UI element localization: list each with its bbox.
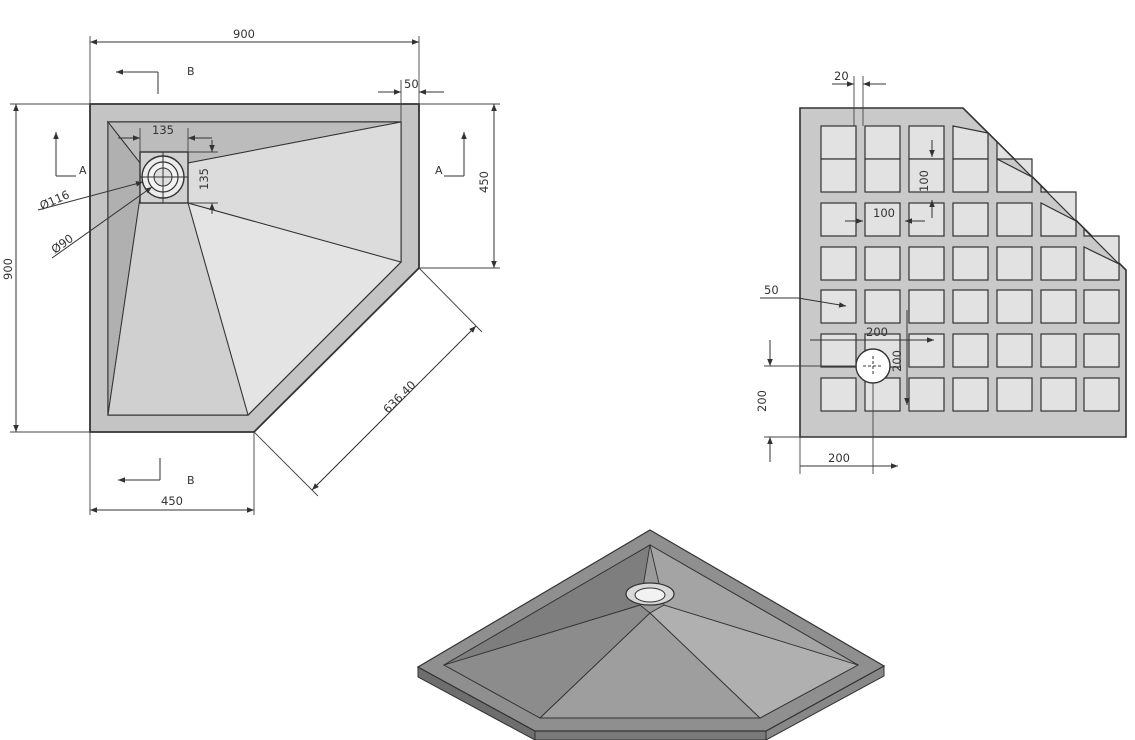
dim-20-label: 20: [834, 69, 849, 83]
dim-diagonal-label: 636.40: [380, 378, 418, 416]
dim-rim-label: 50: [404, 77, 419, 91]
support-cell: [1083, 289, 1120, 324]
support-cell: [1040, 333, 1077, 368]
section-a-right-marker: A: [435, 132, 467, 177]
section-b-top-marker: B: [116, 65, 195, 94]
support-cell: [952, 377, 989, 412]
support-cell: [996, 202, 1033, 237]
section-b-bottom-marker: B: [118, 458, 195, 487]
dim-drain-w-label: 135: [152, 123, 174, 137]
iso-facet-back-left: [443, 544, 651, 666]
section-b-top-label: B: [187, 65, 195, 78]
bottom-view: 20 100 100 50 200 200 200 200: [755, 69, 1127, 474]
dim-right-label: 450: [477, 171, 491, 193]
section-a-left-marker: A: [53, 132, 87, 177]
dim-height-label: 900: [1, 258, 15, 280]
support-cell: [952, 202, 989, 237]
support-cell: [996, 333, 1033, 368]
support-cell: [908, 289, 945, 324]
dim-200-bottom-label: 200: [828, 451, 850, 465]
support-cell: [820, 289, 857, 324]
support-cell: [952, 289, 989, 324]
dim-drain-h-label: 135: [197, 168, 211, 190]
support-cell: [864, 202, 901, 237]
support-cell: [908, 333, 945, 368]
support-cell: [908, 125, 945, 160]
support-cell: [864, 289, 901, 324]
section-a-left-label: A: [79, 164, 87, 177]
dim-drain-inner-label: Ø90: [49, 231, 76, 256]
support-cell: [908, 377, 945, 412]
support-cell: [1040, 202, 1077, 237]
section-b-bottom-label: B: [187, 474, 195, 487]
support-cell: [1083, 246, 1120, 281]
isometric-view: [416, 529, 886, 740]
support-cell: [820, 202, 857, 237]
support-cell: [820, 125, 857, 160]
top-view: 900 900 450 450 50 135 135 636.40 Ø116: [1, 27, 500, 515]
support-cell: [1040, 377, 1077, 412]
dim-200-top-label: 200: [866, 325, 888, 339]
support-cell: [1083, 227, 1120, 266]
support-cell: [952, 333, 989, 368]
support-cell: [996, 158, 1033, 193]
support-cell: [1083, 377, 1120, 412]
support-cell: [908, 202, 945, 237]
support-cell: [1040, 246, 1077, 281]
iso-facet-back-right: [649, 544, 859, 666]
support-cell: [820, 333, 857, 368]
support-cell: [820, 158, 857, 193]
support-cell: [1040, 289, 1077, 324]
support-cell: [864, 125, 901, 160]
support-cell: [1040, 184, 1077, 223]
iso-drain-inner: [634, 587, 666, 603]
support-cell: [864, 246, 901, 281]
section-a-right-label: A: [435, 164, 443, 177]
support-cell: [996, 289, 1033, 324]
support-cell: [820, 246, 857, 281]
dim-drain-outer-label: Ø116: [38, 187, 72, 212]
dim-bottom-label: 450: [161, 494, 183, 508]
support-cell: [908, 158, 945, 193]
dim-width-label: 900: [233, 27, 255, 41]
dim-200-left-label: 200: [755, 390, 769, 412]
support-cell: [1083, 333, 1120, 368]
support-cell: [820, 377, 857, 412]
support-cell: [996, 140, 1033, 179]
support-cell: [864, 158, 901, 193]
support-cell: [996, 377, 1033, 412]
support-cell: [996, 246, 1033, 281]
iso-side-front: [534, 730, 767, 740]
dim-200-vertical-label: 200: [890, 350, 904, 372]
dim-100-vertical-label: 100: [917, 170, 931, 192]
support-grid: [820, 125, 1120, 412]
dim-100-horizontal-label: 100: [873, 206, 895, 220]
support-cell: [952, 246, 989, 281]
support-cell: [952, 158, 989, 193]
dim-50-label: 50: [764, 283, 779, 297]
support-cell: [908, 246, 945, 281]
